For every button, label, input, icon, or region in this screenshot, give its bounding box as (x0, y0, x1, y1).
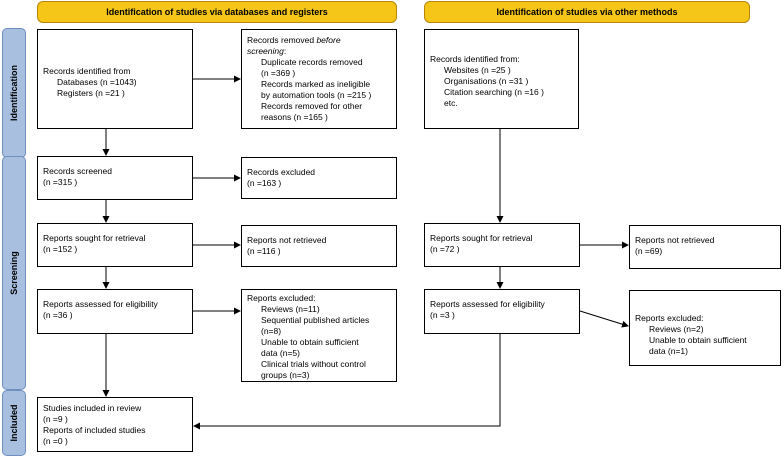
other-reviews-excluded: Reviews (n=2) (649, 324, 704, 334)
insufficient-data-count: data (n=5) (261, 348, 300, 358)
records-screened-title: Records screened (43, 166, 112, 176)
reports-not-retrieved-title: Reports not retrieved (247, 235, 327, 245)
records-excluded-title: Records excluded (247, 167, 316, 177)
other-reports-not-retrieved-box: Reports not retrieved (n =69) (629, 225, 781, 269)
records-excluded-box: Records excluded (n =163 ) (241, 157, 397, 199)
other-records-identified-title: Records identified from: (430, 54, 520, 64)
records-identified-box: Records identified from Databases (n =10… (37, 29, 193, 129)
other-reports-sought-title: Reports sought for retrieval (430, 233, 533, 243)
reports-not-retrieved-box: Reports not retrieved (n =116 ) (241, 225, 397, 267)
phase-identification: Identification (2, 28, 26, 158)
duplicates-removed: Duplicate records removed (261, 57, 363, 67)
studies-included-count: (n =9 ) (43, 414, 68, 424)
phase-included: Included (2, 390, 26, 456)
records-removed-box: Records removed before screening: Duplic… (241, 29, 397, 129)
other-reports-assessed-count: (n =3 ) (430, 310, 455, 320)
organisations-count: Organisations (n =31 ) (444, 76, 529, 86)
records-removed-title: Records removed before (247, 35, 341, 45)
reports-sought-title: Reports sought for retrieval (43, 233, 146, 243)
other-insufficient-excluded: Unable to obtain sufficient (649, 335, 747, 345)
records-excluded-count: (n =163 ) (247, 178, 282, 188)
reports-sought-count: (n =152 ) (43, 244, 78, 254)
other-reports-assessed-title: Reports assessed for eligibility (430, 299, 545, 309)
reports-not-retrieved-count: (n =116 ) (247, 246, 281, 256)
other-reports-assessed-box: Reports assessed for eligibility (n =3 ) (424, 289, 580, 334)
other-reports-sought-count: (n =72 ) (430, 244, 460, 254)
reports-excluded-box: Reports excluded: Reviews (n=11) Sequent… (241, 289, 397, 382)
duplicates-count: (n =369 ) (261, 68, 296, 78)
reviews-excluded: Reviews (n=11) (261, 304, 320, 314)
other-reports-excluded-title: Reports excluded: (635, 313, 704, 323)
sequential-excluded: Sequential published articles (261, 315, 370, 325)
other-records-identified-box: Records identified from: Websites (n =25… (424, 29, 579, 129)
reports-sought-box: Reports sought for retrieval (n =152 ) (37, 223, 193, 267)
records-removed-title-2: screening: (247, 46, 287, 56)
records-identified-title: Records identified from (43, 66, 131, 76)
automation-ineligible: Records marked as ineligible (261, 79, 371, 89)
records-screened-count: (n =315 ) (43, 177, 78, 187)
databases-count: Databases (n =1043) (57, 77, 137, 87)
other-reports-not-retrieved-title: Reports not retrieved (635, 235, 715, 245)
other-reasons-count: reasons (n =165 ) (261, 112, 328, 122)
other-reports-excluded-box: Reports excluded: Reviews (n=2) Unable t… (629, 290, 781, 366)
header-databases: Identification of studies via databases … (37, 1, 397, 23)
sequential-count: (n=8) (261, 326, 282, 336)
reports-included-count: (n =0 ) (43, 436, 68, 446)
reports-assessed-title: Reports assessed for eligibility (43, 299, 158, 309)
registers-count: Registers (n =21 ) (57, 88, 125, 98)
no-control-excluded: Clinical trials without control (261, 359, 366, 369)
phase-included-label: Included (9, 404, 19, 442)
reports-assessed-count: (n =36 ) (43, 310, 73, 320)
header-other-methods: Identification of studies via other meth… (424, 1, 750, 23)
other-reports-not-retrieved-count: (n =69) (635, 246, 663, 256)
websites-count: Websites (n =25 ) (444, 65, 511, 75)
citation-searching-count: Citation searching (n =16 ) (444, 87, 544, 97)
phase-identification-label: Identification (9, 65, 19, 121)
insufficient-data-excluded: Unable to obtain sufficient (261, 337, 359, 347)
other-reasons-removed: Records removed for other (261, 101, 363, 111)
automation-count: by automation tools (n =215 ) (261, 90, 372, 100)
no-control-count: groups (n=3) (261, 370, 310, 380)
other-insufficient-count: data (n=1) (649, 346, 688, 356)
studies-included-box: Studies included in review (n =9 ) Repor… (37, 397, 193, 452)
reports-excluded-title: Reports excluded: (247, 293, 316, 303)
phase-screening-label: Screening (9, 251, 19, 295)
etc-text: etc. (444, 98, 458, 108)
arrow-other-assessed-to-excluded (579, 310, 629, 328)
other-reports-sought-box: Reports sought for retrieval (n =72 ) (424, 223, 580, 267)
reports-included-title: Reports of included studies (43, 425, 146, 435)
records-screened-box: Records screened (n =315 ) (37, 156, 193, 200)
studies-included-title: Studies included in review (43, 403, 142, 413)
reports-assessed-box: Reports assessed for eligibility (n =36 … (37, 289, 193, 334)
phase-screening: Screening (2, 156, 26, 390)
